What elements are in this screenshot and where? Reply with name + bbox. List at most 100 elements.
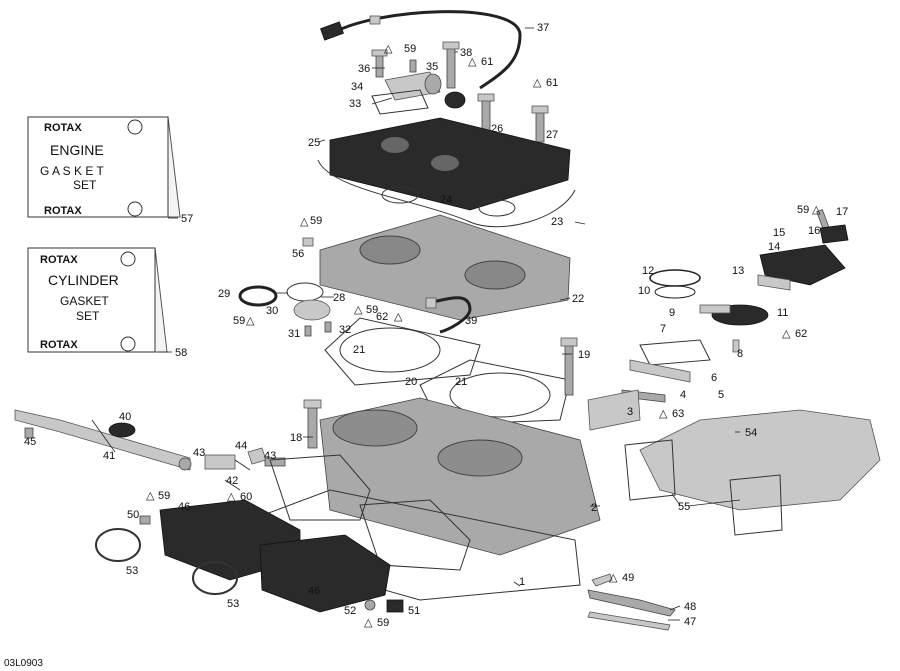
screw-50[interactable] bbox=[139, 515, 151, 525]
callout-36: 36 bbox=[358, 63, 370, 75]
callout-56: 56 bbox=[292, 248, 304, 260]
kit-brand: ROTAX bbox=[40, 254, 78, 266]
callout-44: 44 bbox=[235, 440, 247, 452]
cylinder-gasket-set-kit[interactable]: ROTAX CYLINDER GASKET SET ROTAX 58 bbox=[27, 247, 187, 359]
callout-37: 37 bbox=[537, 22, 549, 34]
bolt-18[interactable] bbox=[303, 399, 322, 449]
head-gasket-20-right bbox=[449, 372, 551, 418]
kit-line2: GASKET bbox=[60, 294, 109, 308]
cover-port-icon bbox=[431, 155, 459, 171]
callout-46b: 46 bbox=[308, 585, 320, 597]
tag-59-icon: △ bbox=[246, 315, 255, 327]
clamp-53b[interactable] bbox=[192, 561, 238, 595]
decal-48[interactable] bbox=[587, 589, 676, 617]
bolt-19[interactable] bbox=[560, 337, 578, 396]
tag-61b: 61 bbox=[546, 77, 558, 89]
callout-15: 15 bbox=[773, 227, 785, 239]
exhaust-gasket-55a[interactable] bbox=[624, 439, 676, 501]
brp-logo-icon bbox=[127, 201, 143, 217]
callout-23: 23 bbox=[551, 216, 563, 228]
kit-brand: ROTAX bbox=[44, 122, 82, 134]
callout-21b: 21 bbox=[455, 376, 467, 388]
plug-56[interactable] bbox=[302, 237, 314, 247]
kit-line1: ENGINE bbox=[50, 142, 104, 158]
callout-43a: 43 bbox=[193, 447, 205, 459]
combustion-chamber-icon bbox=[464, 260, 526, 290]
callout-22: 22 bbox=[572, 293, 584, 305]
brp-logo-icon bbox=[120, 251, 136, 267]
cylinder-bore-icon bbox=[332, 409, 418, 447]
decal-47[interactable] bbox=[587, 611, 671, 631]
callout-25: 25 bbox=[308, 137, 320, 149]
kit-line3: SET bbox=[76, 309, 100, 323]
screw-45[interactable] bbox=[24, 427, 34, 439]
cover-gasket-23[interactable] bbox=[317, 159, 576, 228]
callout-19: 19 bbox=[578, 349, 590, 361]
grommet-61[interactable] bbox=[444, 91, 466, 109]
tag-59c: 59 bbox=[233, 315, 245, 327]
tag-61a: 61 bbox=[481, 56, 493, 68]
bolt-38[interactable] bbox=[442, 41, 460, 89]
bolt-35[interactable] bbox=[409, 59, 417, 73]
gasket-28[interactable] bbox=[286, 282, 324, 302]
callout-11: 11 bbox=[777, 307, 788, 319]
gasket-33[interactable] bbox=[371, 89, 429, 115]
clamp-53a[interactable] bbox=[95, 528, 141, 562]
bolt-36[interactable] bbox=[371, 49, 388, 78]
callout-13: 13 bbox=[732, 265, 744, 277]
callout-16: 16 bbox=[808, 225, 820, 237]
tag-59-icon: △ bbox=[300, 216, 309, 228]
tag-59d: 59 bbox=[366, 304, 378, 316]
bolt-27[interactable] bbox=[531, 105, 549, 143]
brp-logo-icon bbox=[120, 336, 136, 352]
callout-28: 28 bbox=[333, 292, 345, 304]
kit-brand-footer: ROTAX bbox=[44, 205, 82, 217]
callout-49: 49 bbox=[622, 572, 634, 584]
callout-9: 9 bbox=[669, 307, 675, 319]
callout-2: 2 bbox=[591, 502, 597, 514]
tab-49[interactable] bbox=[591, 573, 613, 587]
exhaust-manifold-54[interactable] bbox=[639, 409, 881, 511]
callout-18: 18 bbox=[290, 432, 302, 444]
bracket-42[interactable] bbox=[204, 454, 236, 470]
callout-41: 41 bbox=[103, 450, 115, 462]
engine-gasket-set-kit[interactable]: ROTAX ENGINE G A S K E T SET ROTAX 57 bbox=[27, 116, 193, 225]
callout-47: 47 bbox=[684, 616, 696, 628]
callout-10: 10 bbox=[638, 285, 650, 297]
tag-59-icon: △ bbox=[812, 204, 821, 216]
callout-21a: 21 bbox=[353, 344, 365, 356]
o-ring-24a[interactable] bbox=[381, 186, 419, 204]
hose-43[interactable] bbox=[264, 457, 286, 467]
intake-manifold-46b[interactable] bbox=[259, 534, 391, 613]
tag-59g: 59 bbox=[377, 617, 389, 629]
cover-30[interactable] bbox=[293, 299, 331, 321]
tag-62-icon: △ bbox=[394, 311, 403, 323]
callout-39: 39 bbox=[465, 315, 477, 327]
callout-14: 14 bbox=[768, 241, 780, 253]
fuel-rail-41[interactable] bbox=[14, 409, 192, 471]
gasket-21a[interactable] bbox=[324, 317, 481, 386]
sensor-wire-37[interactable] bbox=[320, 10, 522, 90]
cap-51[interactable] bbox=[386, 599, 404, 613]
o-ring-29[interactable] bbox=[238, 285, 278, 307]
water-fitting-34[interactable] bbox=[384, 71, 442, 101]
sensor-wire-39[interactable] bbox=[425, 296, 472, 334]
screw-31[interactable] bbox=[304, 325, 312, 337]
kit-line1: CYLINDER bbox=[48, 272, 119, 288]
plug-32[interactable] bbox=[324, 321, 332, 333]
callout-4: 4 bbox=[680, 389, 686, 401]
grommet-40[interactable] bbox=[108, 422, 136, 438]
tag-59a: 59 bbox=[404, 43, 416, 55]
callout-26: 26 bbox=[491, 123, 503, 135]
screw-52[interactable] bbox=[364, 599, 376, 611]
callout-8: 8 bbox=[737, 348, 743, 360]
o-ring-24b[interactable] bbox=[478, 199, 516, 217]
callout-48: 48 bbox=[684, 601, 696, 613]
rave-valve-assembly[interactable] bbox=[587, 209, 849, 431]
callout-5: 5 bbox=[718, 389, 724, 401]
exhaust-gasket-55b[interactable] bbox=[729, 474, 783, 536]
tag-62-icon: △ bbox=[782, 328, 791, 340]
callout-35: 35 bbox=[426, 61, 438, 73]
callout-43b: 43 bbox=[264, 450, 276, 462]
